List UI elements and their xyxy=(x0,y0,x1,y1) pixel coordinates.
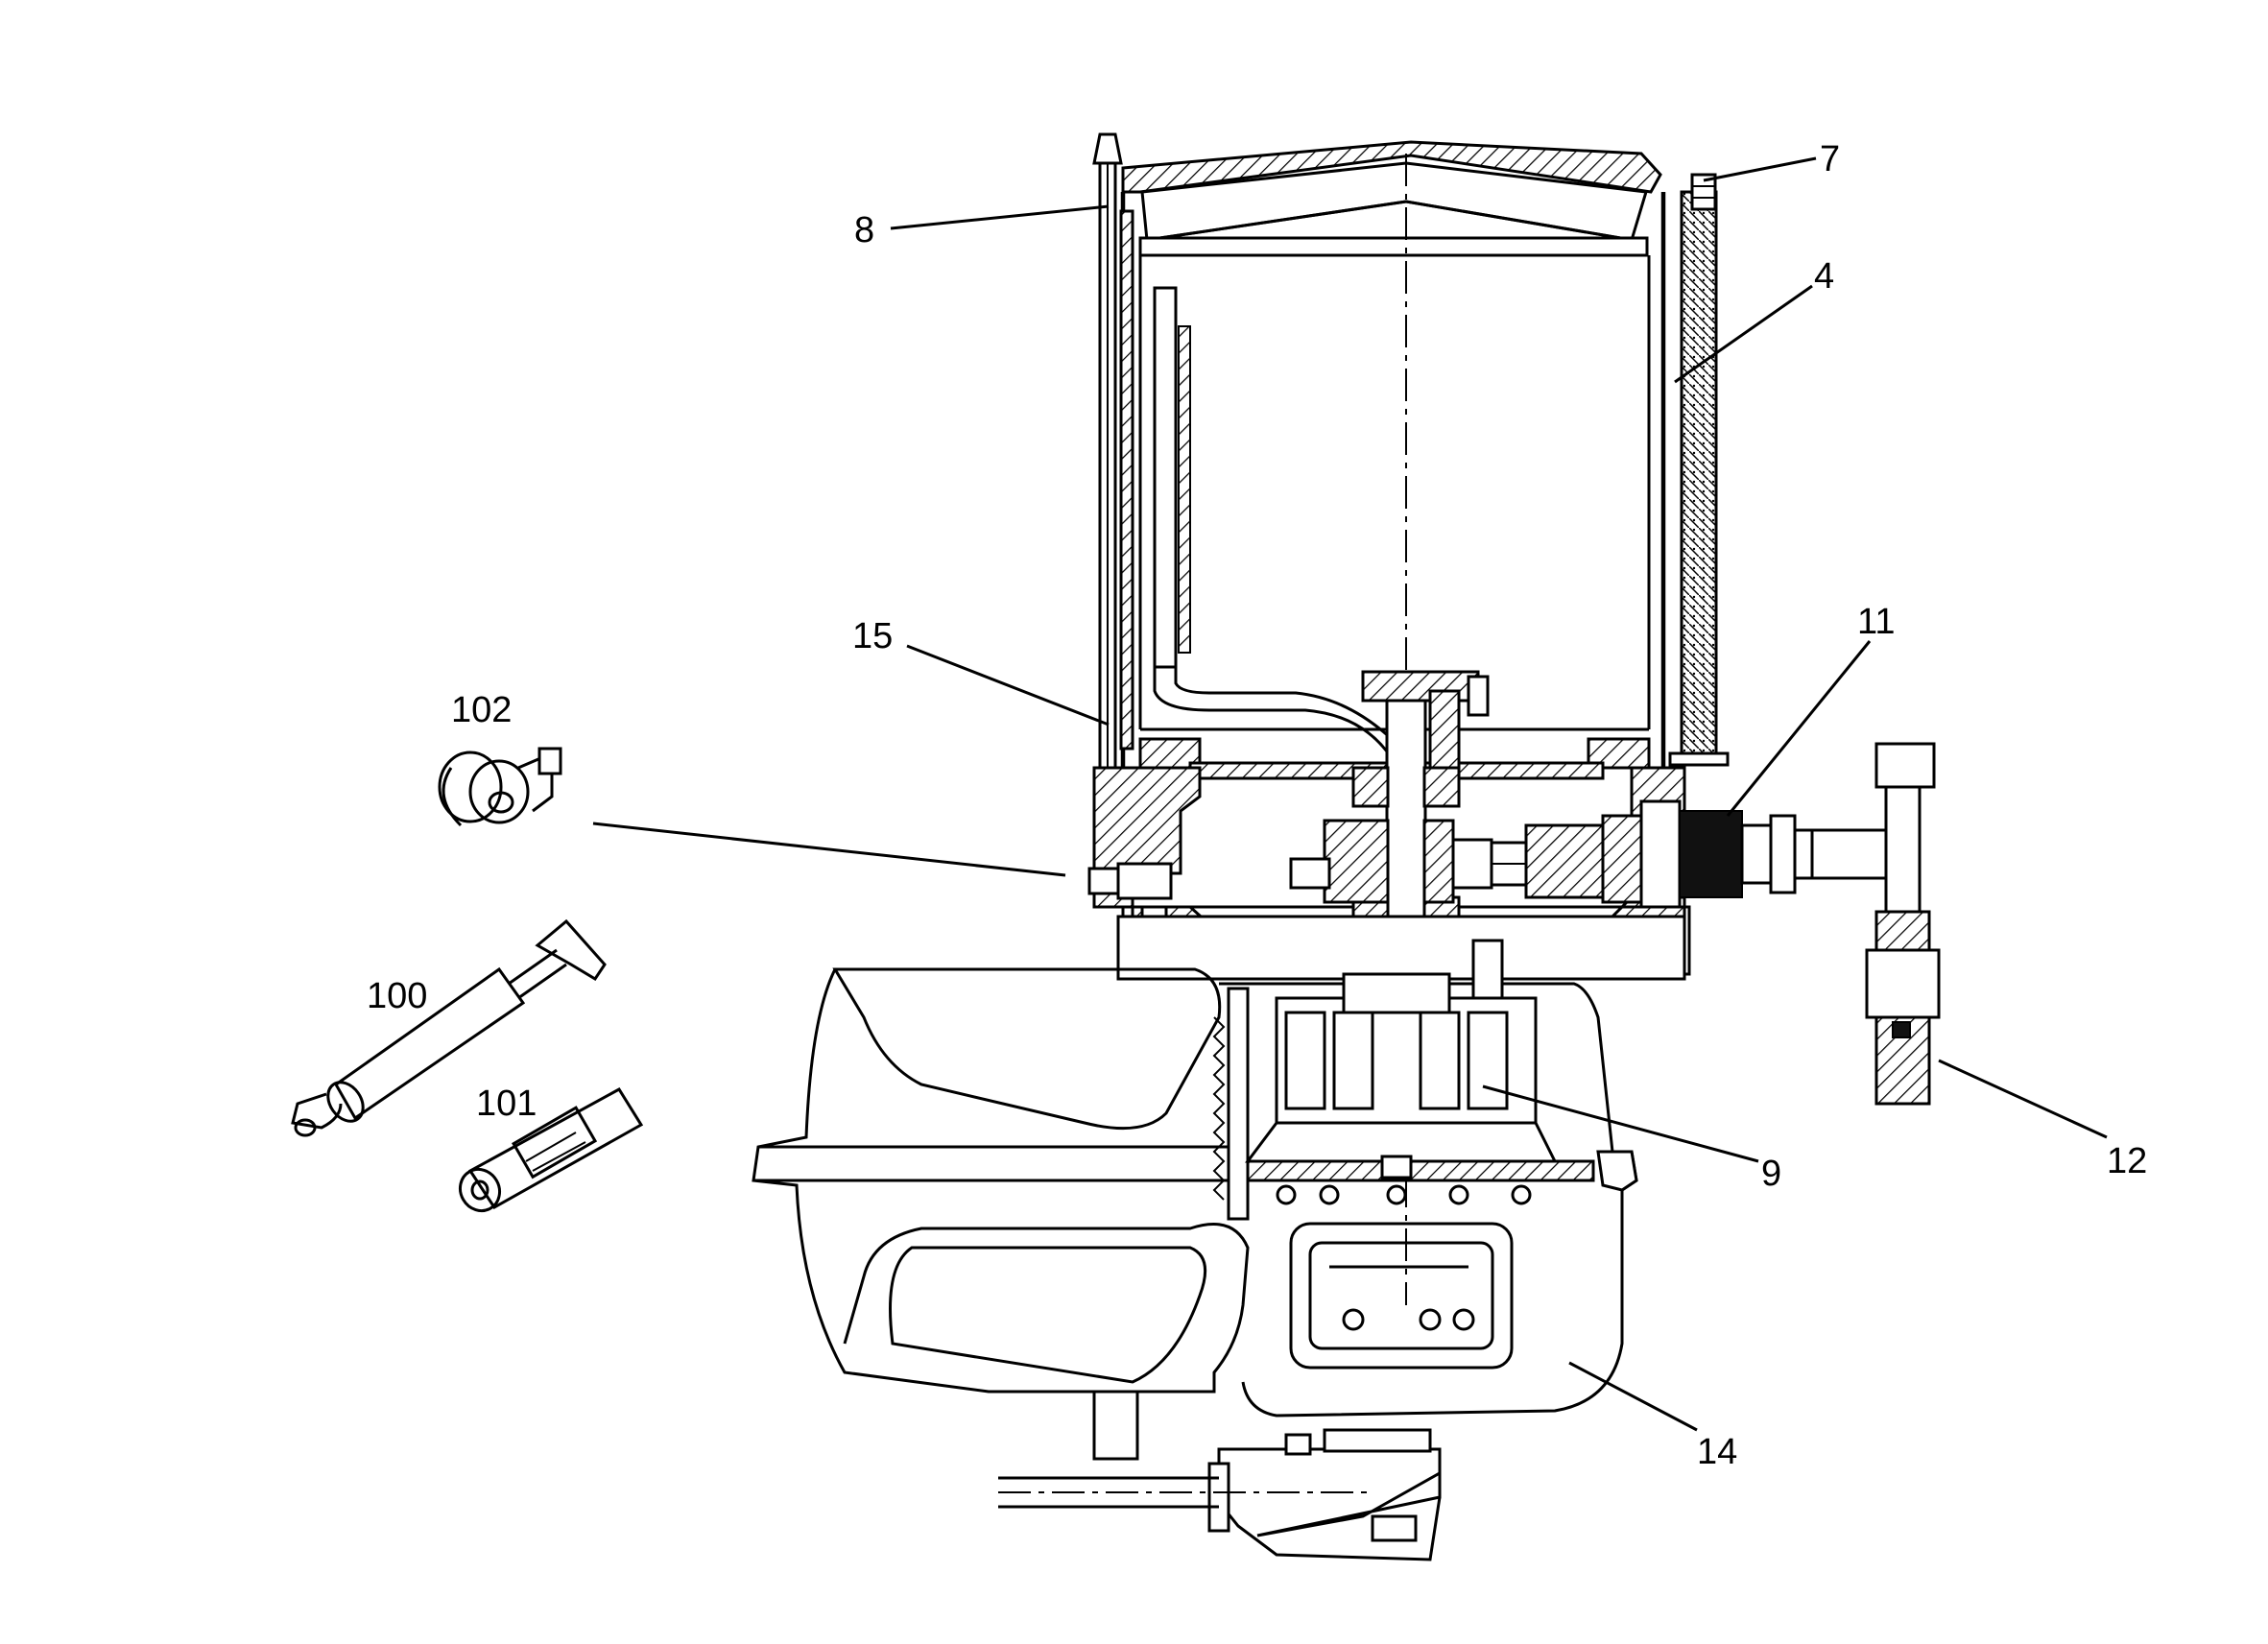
callout-101: 101 xyxy=(476,1084,537,1124)
stirring-paddle xyxy=(1178,325,1191,654)
accessory-102-valve xyxy=(438,747,562,827)
pressure-nut xyxy=(1679,810,1743,898)
leader-lines xyxy=(592,156,2108,1432)
control-panel xyxy=(1289,1222,1514,1370)
callout-102: 102 xyxy=(451,690,512,730)
reservoir-lid xyxy=(1121,140,1662,194)
accessory-101-cartridge xyxy=(458,1087,644,1213)
callout-100: 100 xyxy=(367,976,427,1016)
accessory-100-grease-gun xyxy=(291,918,607,1137)
callout-4: 4 xyxy=(1814,256,1834,297)
reservoir xyxy=(1092,132,1730,798)
indicator-led xyxy=(1419,1308,1442,1331)
callout-8: 8 xyxy=(854,210,874,250)
callout-7: 7 xyxy=(1820,139,1840,179)
indicator-led xyxy=(1452,1308,1475,1331)
level-rod xyxy=(1680,190,1718,760)
pump-element xyxy=(1524,823,1605,899)
callout-14: 14 xyxy=(1697,1432,1737,1472)
callout-12: 12 xyxy=(2107,1141,2147,1181)
callout-15: 15 xyxy=(852,616,893,656)
callout-9: 9 xyxy=(1761,1154,1781,1194)
indicator-led xyxy=(1342,1308,1365,1331)
motor-housing xyxy=(752,915,1686,1561)
callout-11: 11 xyxy=(1857,602,1895,642)
